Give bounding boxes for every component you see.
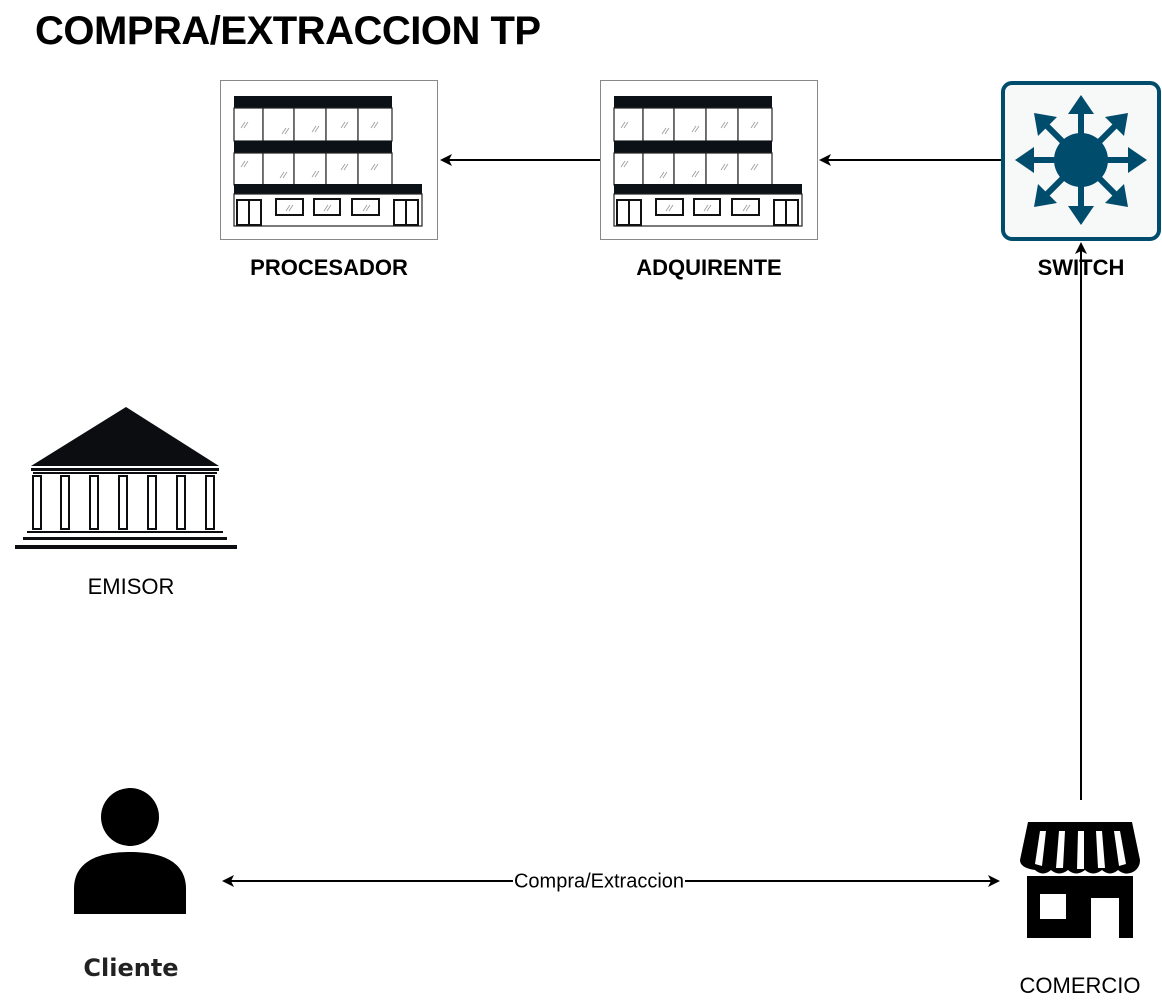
cliente-label: Cliente [83,954,179,982]
emisor-label: EMISOR [87,574,175,599]
bank-icon [15,407,237,549]
diagram-title: COMPRA/EXTRACCION TP [35,9,541,53]
adquirente-label: ADQUIRENTE [636,255,782,280]
cliente-node[interactable] [72,785,190,917]
procesador-node[interactable] [220,80,438,240]
office-building-icon [600,80,818,240]
office-building-icon [220,80,438,240]
user-icon [74,788,186,914]
emisor-node[interactable] [15,405,237,551]
switch-node[interactable] [1001,81,1161,241]
network-switch-icon [1001,81,1161,241]
procesador-label: PROCESADOR [250,255,408,280]
comercio-node[interactable] [1018,822,1142,940]
storefront-icon [1020,822,1140,938]
comercio-label: COMERCIO [1019,973,1141,998]
adquirente-node[interactable] [600,80,818,240]
edge-label-compra: Compra/Extraccion [512,870,686,894]
switch-label: SWITCH [1037,255,1125,280]
